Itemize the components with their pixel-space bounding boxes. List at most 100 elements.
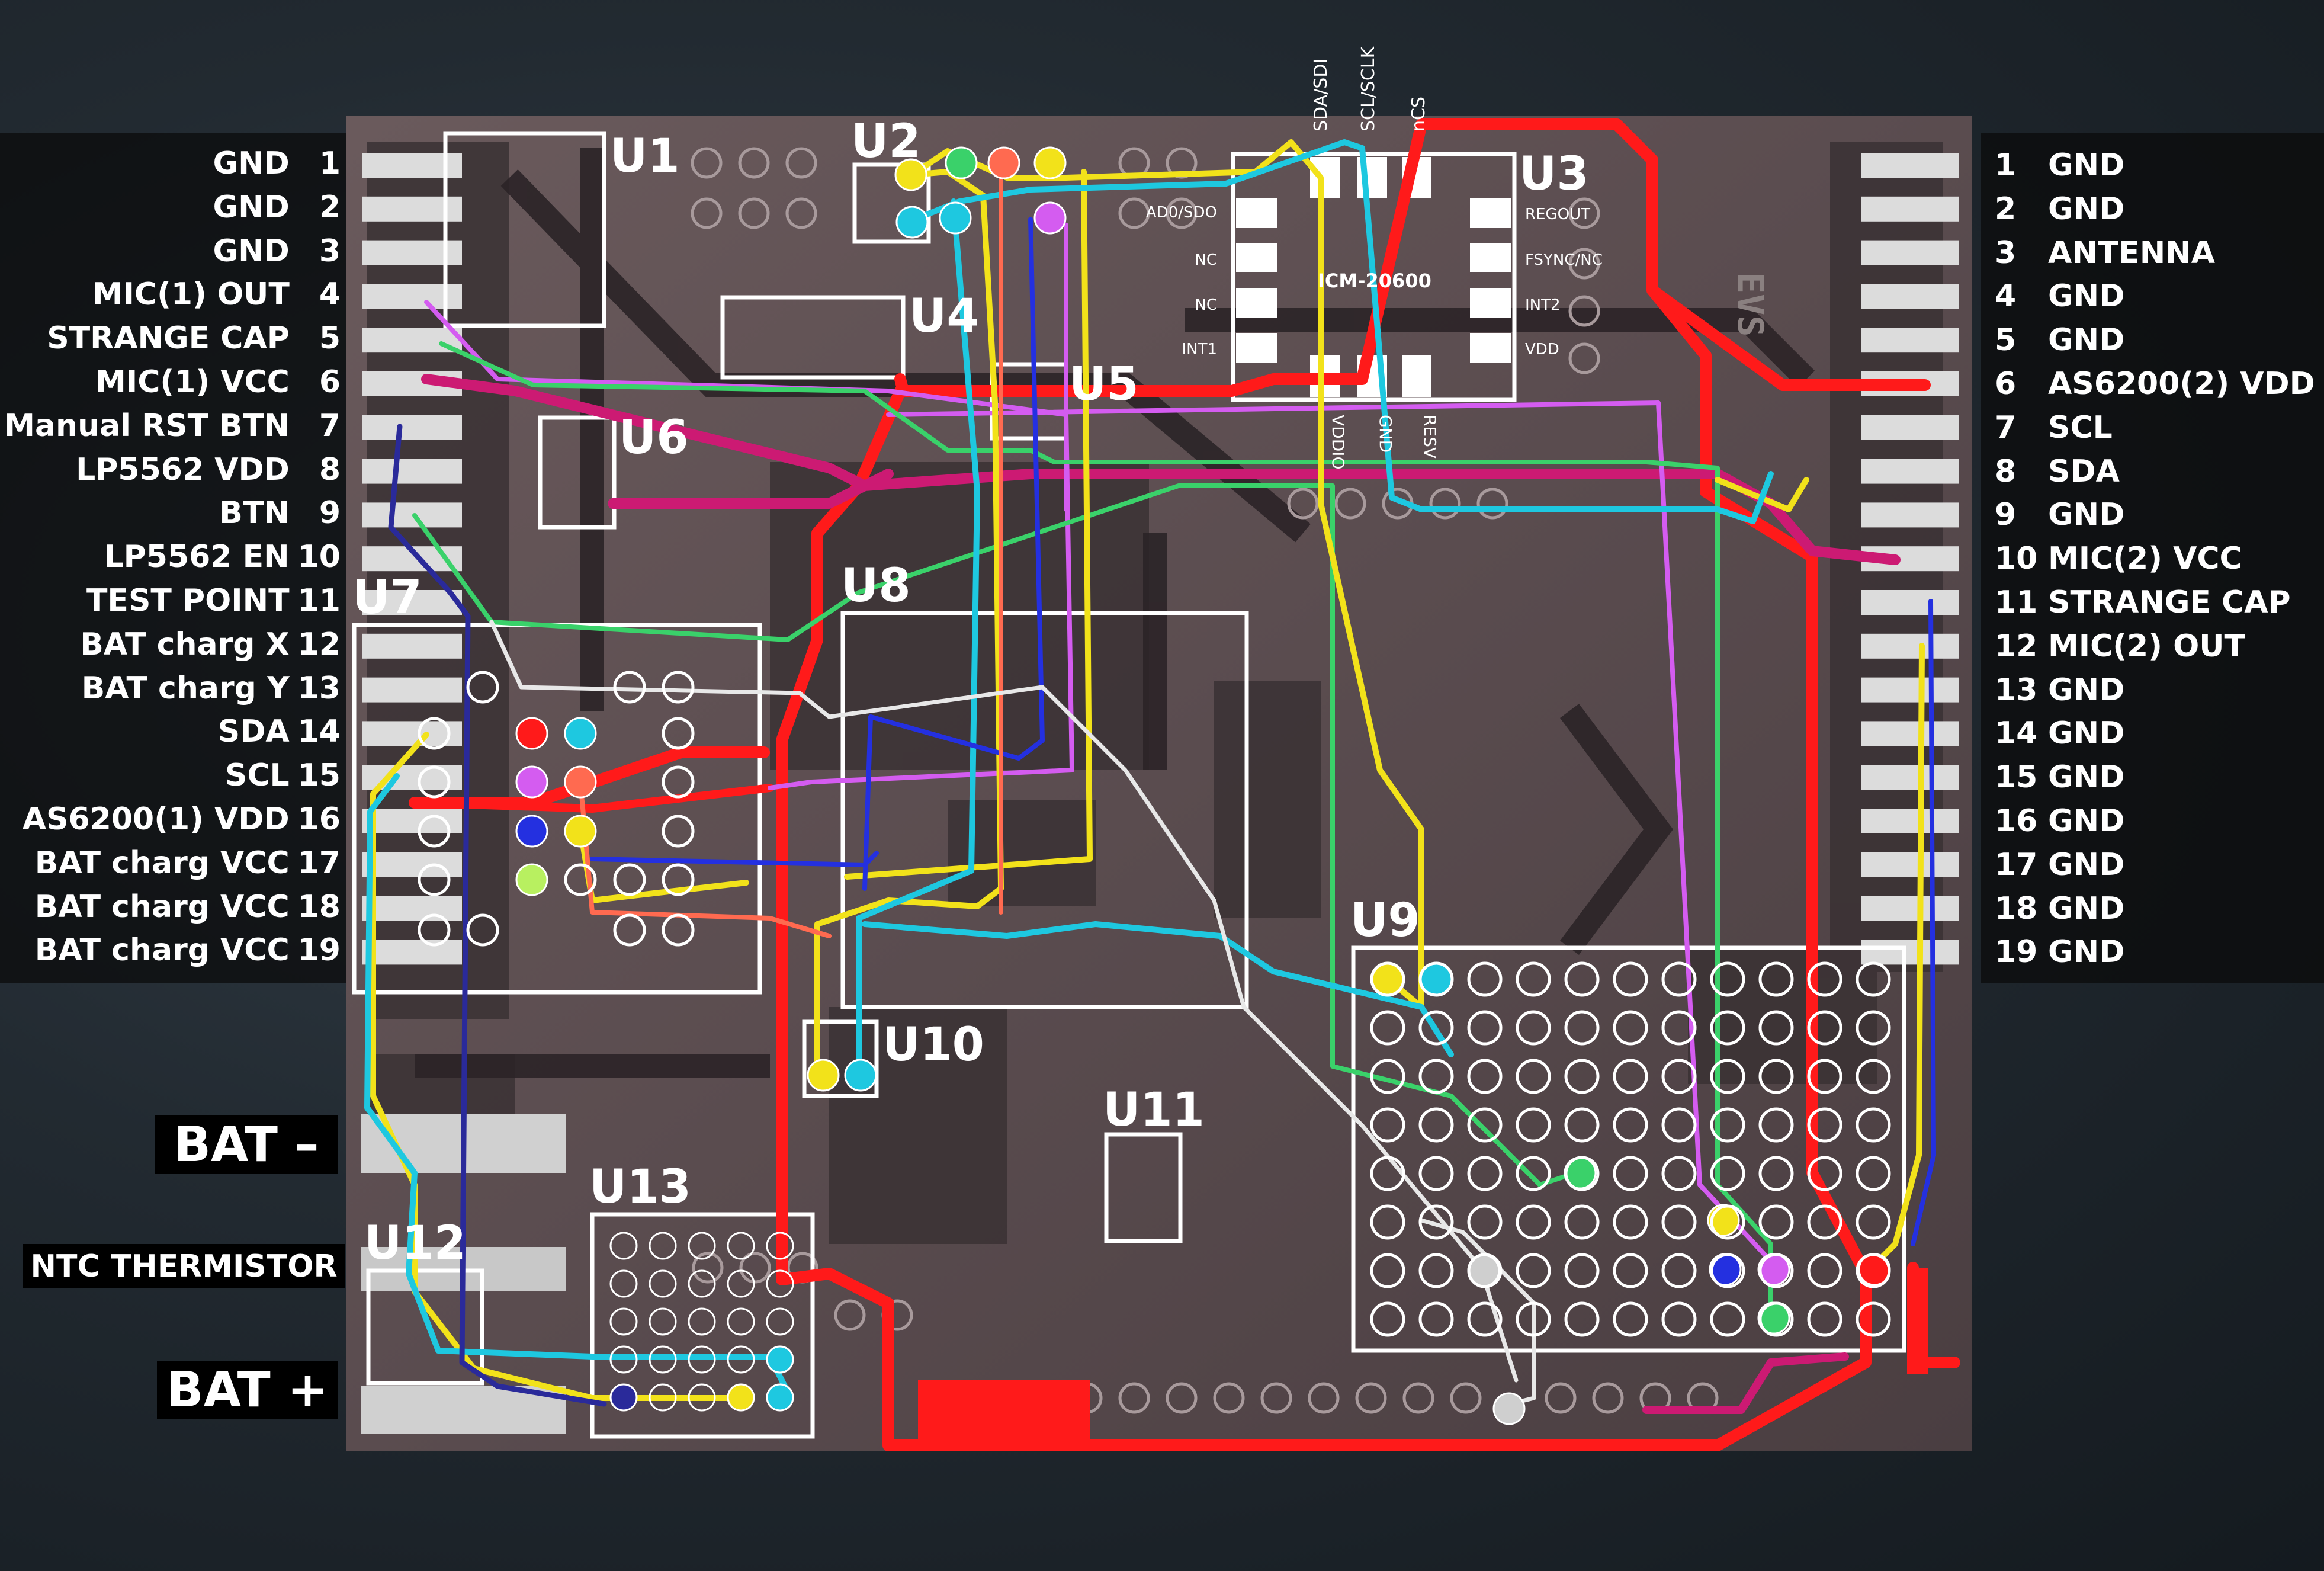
u9-pad bbox=[1661, 1253, 1697, 1288]
via-hole bbox=[738, 197, 770, 229]
right-label-band bbox=[1981, 133, 2324, 983]
net-magenta-b bbox=[608, 469, 894, 509]
right-pin-name: GND bbox=[2048, 803, 2125, 839]
left-pin-name: AS6200(1) VDD bbox=[22, 801, 290, 837]
u13-pad bbox=[727, 1307, 755, 1336]
left-pin-name: BTN bbox=[219, 495, 290, 531]
u13-outline bbox=[590, 1212, 815, 1439]
u9-pad bbox=[1710, 1253, 1745, 1288]
left-pin-19: BAT charg VCC 19 bbox=[35, 932, 341, 969]
imu-pin-gnd: GND bbox=[1376, 415, 1395, 453]
label-u1: U1 bbox=[610, 130, 680, 183]
u13-pad bbox=[609, 1345, 638, 1374]
left-pin-number: 18 bbox=[297, 889, 341, 925]
u9-pad bbox=[1856, 1253, 1891, 1288]
u13-pad bbox=[727, 1269, 755, 1298]
u13-pad bbox=[688, 1383, 716, 1412]
u9-pad bbox=[1856, 961, 1891, 997]
u9-pad bbox=[1758, 1010, 1794, 1046]
right-finger bbox=[1861, 240, 1959, 265]
via-hole bbox=[1308, 1382, 1340, 1414]
u9-pad bbox=[1613, 1010, 1648, 1046]
u7-pad bbox=[662, 913, 695, 947]
via-hole bbox=[1568, 295, 1600, 327]
right-pin-name: GND bbox=[2048, 847, 2125, 883]
u9-pad bbox=[1516, 1010, 1551, 1046]
u13-pad bbox=[766, 1383, 794, 1412]
u11-outline bbox=[1104, 1132, 1183, 1243]
imu-pin-ncs: nCS bbox=[1408, 97, 1429, 132]
right-finger bbox=[1861, 590, 1959, 615]
pcb-substrate bbox=[346, 116, 1972, 1451]
right-pin-number: 16 bbox=[1995, 803, 2038, 839]
u9-pad bbox=[1710, 961, 1745, 997]
right-finger bbox=[1861, 721, 1959, 746]
left-pin-number: 6 bbox=[319, 364, 341, 400]
colored-pad bbox=[1033, 201, 1067, 235]
right-pin-name: GND bbox=[2048, 759, 2125, 796]
u9-pad bbox=[1516, 1253, 1551, 1288]
left-pin-number: 1 bbox=[319, 146, 341, 181]
u9-pad bbox=[1564, 1059, 1600, 1094]
u13-pad bbox=[727, 1345, 755, 1374]
via-hole bbox=[691, 147, 723, 179]
left-pin-1: GND 1 bbox=[213, 145, 341, 182]
u9-pad bbox=[1467, 1253, 1503, 1288]
u9-pad bbox=[1661, 1059, 1697, 1094]
left-pin-4: MIC(1) OUT 4 bbox=[92, 276, 341, 313]
left-finger bbox=[362, 809, 462, 833]
u13-pad bbox=[727, 1383, 755, 1412]
right-pin-name: GND bbox=[2048, 148, 2125, 183]
u7-pad bbox=[662, 863, 695, 896]
net-red-power bbox=[776, 118, 1872, 1451]
ntc-label: NTC THERMISTOR bbox=[23, 1244, 345, 1288]
u9-pad bbox=[1564, 1253, 1600, 1288]
u9-pad bbox=[1370, 1301, 1405, 1337]
ntc-text: NTC THERMISTOR bbox=[30, 1248, 338, 1284]
right-pin-number: 19 bbox=[1995, 934, 2038, 970]
label-u6: U6 bbox=[619, 411, 689, 464]
left-pin-name: BAT charg VCC bbox=[34, 889, 290, 925]
u13-pad bbox=[649, 1232, 677, 1260]
left-pin-9: BTN 9 bbox=[219, 495, 341, 531]
left-pin-10: LP5562 EN 10 bbox=[104, 538, 341, 575]
left-finger bbox=[362, 940, 462, 965]
u9-pad bbox=[1807, 1156, 1842, 1191]
imu-labels: ICM-20600 AD0/SDO NC NC INT1 REGOUT FSYN… bbox=[1146, 46, 1603, 469]
via-hole bbox=[739, 1252, 771, 1284]
right-pin-number: 5 bbox=[1995, 322, 2017, 358]
colored-pad bbox=[895, 206, 929, 239]
left-finger bbox=[362, 502, 462, 528]
colored-pad-dots bbox=[515, 146, 1891, 1425]
via-hole bbox=[691, 197, 723, 229]
right-finger bbox=[1861, 852, 1959, 877]
u13-pad bbox=[688, 1269, 716, 1298]
u7-pad bbox=[466, 913, 499, 947]
left-pin-8: LP5562 VDD 8 bbox=[76, 451, 341, 488]
left-pin-name: BAT charg VCC bbox=[34, 932, 290, 969]
u9-pad bbox=[1516, 1301, 1551, 1337]
left-pin-2: GND 2 bbox=[213, 189, 341, 226]
left-pin-number: 12 bbox=[297, 626, 341, 662]
u13-pad bbox=[649, 1383, 677, 1412]
colored-pad bbox=[945, 146, 978, 179]
u9-pad bbox=[1564, 1107, 1600, 1143]
imu-pin-regout: REGOUT bbox=[1525, 206, 1590, 223]
left-finger bbox=[362, 852, 462, 877]
via-hole bbox=[1402, 1382, 1434, 1414]
red-pad-right bbox=[1907, 1268, 1928, 1374]
colored-pad bbox=[564, 765, 597, 799]
u9-pad bbox=[1661, 1107, 1697, 1143]
right-pin-name: GND bbox=[2048, 278, 2125, 315]
net-navy bbox=[388, 424, 607, 1407]
u9-pad bbox=[1370, 1107, 1405, 1143]
left-pin-number: 7 bbox=[319, 408, 341, 444]
right-pin-name: GND bbox=[2048, 191, 2125, 227]
u7-pad bbox=[418, 717, 451, 750]
via-hole bbox=[1545, 1382, 1577, 1414]
